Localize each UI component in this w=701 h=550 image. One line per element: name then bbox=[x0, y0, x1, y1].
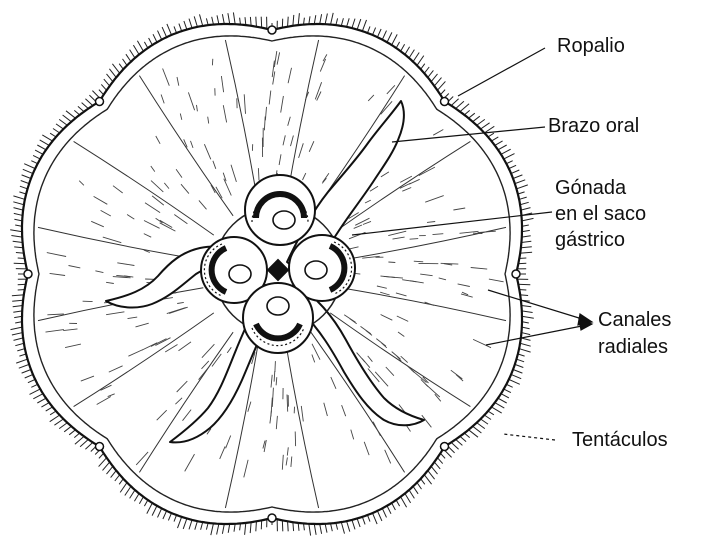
texture-stroke bbox=[388, 262, 395, 263]
label-gonada-3: gástrico bbox=[555, 229, 625, 251]
gonad-top bbox=[245, 175, 315, 245]
rhopalium bbox=[441, 443, 449, 451]
rhopalium bbox=[268, 26, 276, 34]
label-tentaculos: Tentáculos bbox=[572, 429, 668, 451]
leader-ropalio bbox=[458, 48, 545, 96]
label-canales-2: radiales bbox=[598, 336, 668, 358]
rhopalium bbox=[441, 98, 449, 106]
label-canales-1: Canales bbox=[598, 309, 671, 331]
rhopalium bbox=[24, 270, 32, 278]
texture-stroke bbox=[410, 239, 419, 240]
texture-stroke bbox=[258, 168, 259, 180]
rhopalium bbox=[268, 514, 276, 522]
rhopalium bbox=[96, 98, 104, 106]
label-ropalio: Ropalio bbox=[557, 35, 625, 57]
labels: Ropalio Brazo oral Gónada en el saco gás… bbox=[548, 35, 671, 451]
rhopalium bbox=[96, 443, 104, 451]
gonad-bottom bbox=[243, 283, 313, 353]
label-gonada-2: en el saco bbox=[555, 203, 646, 225]
texture-stroke bbox=[275, 361, 276, 372]
texture-stroke bbox=[414, 261, 423, 262]
label-brazo-oral: Brazo oral bbox=[548, 115, 639, 137]
label-gonada-1: Gónada bbox=[555, 177, 627, 199]
rhopalium bbox=[512, 270, 520, 278]
leader-tentaculos bbox=[503, 434, 555, 440]
